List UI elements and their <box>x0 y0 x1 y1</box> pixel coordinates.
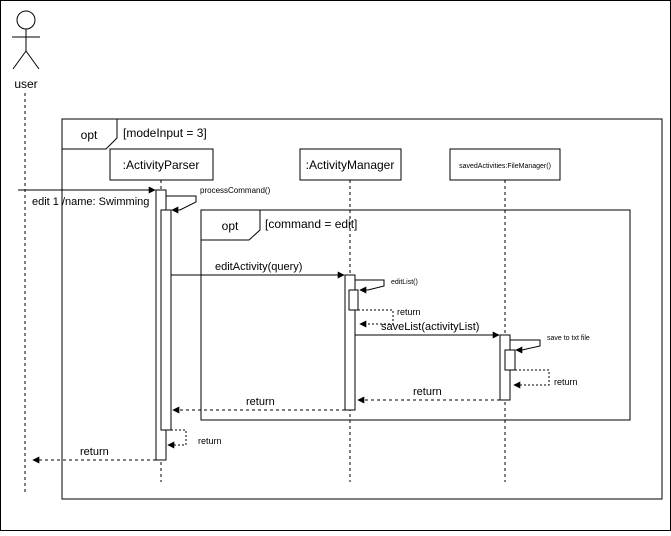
file-manager-return-label: return <box>413 386 442 398</box>
manager-nested-activation <box>348 289 359 311</box>
actor-right-leg <box>25 50 40 70</box>
inner-fragment-operator: opt <box>222 219 239 233</box>
outer-opt-fragment: opt [modeInput = 3] <box>61 118 663 500</box>
manager-label: :ActivityManager <box>306 158 395 172</box>
file-manager-box <box>449 148 561 181</box>
participant-activity-manager: :ActivityManager <box>299 148 402 181</box>
process-command-label: processCommand() <box>200 186 271 195</box>
edit-list-return-label: return <box>397 307 421 317</box>
inner-opt-fragment: opt [command = edit] <box>200 209 631 421</box>
participant-file-manager: savedActivities:FileManager() <box>449 148 561 181</box>
actor-head <box>16 10 36 30</box>
save-file-return-label: return <box>554 377 578 387</box>
user-call-label: edit 1 /name: Swimming <box>32 196 149 208</box>
inner-fragment-tab <box>201 209 261 241</box>
save-to-file-label: save to txt file <box>547 335 590 342</box>
parser-return-label: return <box>80 446 109 458</box>
process-command-arrow <box>166 195 197 214</box>
file-manager-label: savedActivities:FileManager() <box>459 163 551 170</box>
actor-left-leg <box>12 50 27 70</box>
outer-fragment-frame <box>61 118 663 500</box>
save-file-return-arrow <box>513 369 550 389</box>
outer-fragment-operator: opt <box>81 128 98 142</box>
edit-list-return-arrow <box>358 309 394 328</box>
process-return-label: return <box>198 436 222 446</box>
edit-activity-label: editActivity(query) <box>215 261 302 273</box>
manager-activation <box>344 274 356 411</box>
save-to-file-arrow <box>510 339 541 354</box>
file-manager-nested-activation <box>504 349 516 371</box>
manager-return-label: return <box>246 396 275 408</box>
edit-list-arrow <box>355 279 385 294</box>
outer-fragment-tab <box>62 118 118 150</box>
parser-box <box>109 148 214 181</box>
parser-nested-activation <box>160 209 172 431</box>
parser-label: :ActivityParser <box>123 158 200 172</box>
actor-label: user <box>14 77 37 91</box>
inner-fragment-guard: [command = edit] <box>265 217 357 231</box>
save-list-label: saveList(activityList) <box>381 321 479 333</box>
inner-fragment-frame <box>200 209 631 421</box>
user-actor: user <box>12 10 40 91</box>
edit-list-label: editList() <box>391 279 418 286</box>
participant-activity-parser: :ActivityParser <box>109 148 214 181</box>
outer-fragment-guard: [modeInput = 3] <box>123 126 207 140</box>
